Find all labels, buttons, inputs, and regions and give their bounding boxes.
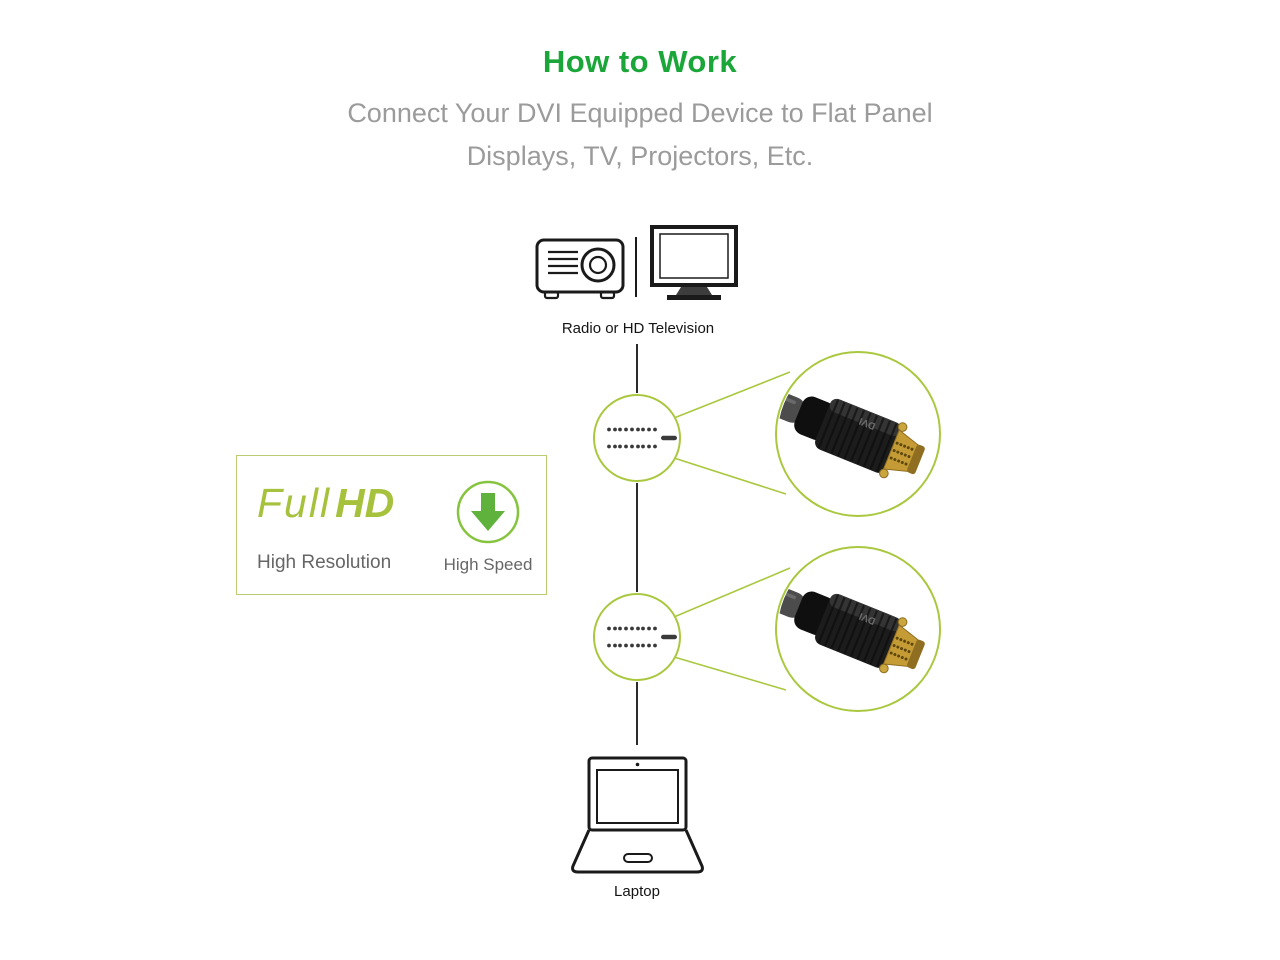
projector-icon <box>535 238 625 300</box>
fullhd-badge: FullHD High Resolution High Speed <box>236 455 547 595</box>
tv-icon <box>650 225 738 300</box>
subtitle-line-2: Displays, TV, Projectors, Etc. <box>466 141 814 171</box>
callout-line <box>673 457 787 495</box>
top-device-label: Radio or HD Television <box>561 320 715 337</box>
laptop-icon <box>571 756 704 874</box>
page-subtitle: Connect Your DVI Equipped Device to Flat… <box>0 92 1280 178</box>
page-title: How to Work <box>542 44 738 79</box>
fullhd-logo-hd: HD <box>335 480 395 526</box>
callout-line <box>673 567 791 618</box>
dvi-port-circle <box>593 593 681 681</box>
callout-line <box>673 656 787 691</box>
subtitle-line-1: Connect Your DVI Equipped Device to Flat… <box>347 98 933 128</box>
high-speed-label: High Speed <box>443 555 533 574</box>
high-resolution-label: High Resolution <box>257 552 392 573</box>
fullhd-logo: FullHD <box>257 480 394 527</box>
callout-line <box>673 371 791 419</box>
fullhd-logo-full: Full <box>257 480 332 526</box>
dvi-port-circle <box>593 394 681 482</box>
down-arrow-icon <box>456 480 520 544</box>
bottom-device-label: Laptop <box>614 883 660 900</box>
